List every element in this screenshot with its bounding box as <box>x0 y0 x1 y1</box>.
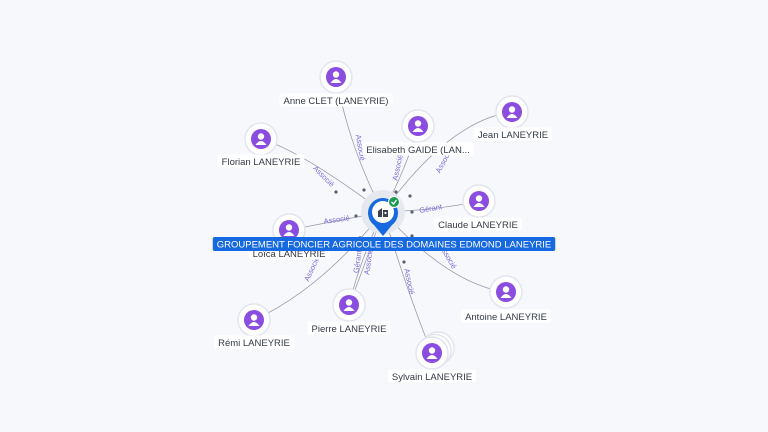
person-name: Loïca LANEYRIE <box>253 249 326 260</box>
edge-arrow-marker <box>334 190 338 194</box>
person-node[interactable]: Elisabeth GAIDE (LAN... <box>362 109 474 156</box>
person-name: Jean LANEYRIE <box>478 130 548 141</box>
person-name-background <box>217 154 305 168</box>
person-node[interactable]: Claude LANEYRIE <box>434 184 522 231</box>
person-name: Florian LANEYRIE <box>222 157 301 168</box>
person-name: Pierre LANEYRIE <box>312 324 387 335</box>
person-name-background <box>473 127 553 141</box>
person-icon <box>244 310 264 330</box>
person-name: Anne CLET (LANEYRIE) <box>284 96 389 107</box>
person-name-background <box>362 142 474 156</box>
person-icon <box>496 282 516 302</box>
person-name: Rémi LANEYRIE <box>218 338 290 349</box>
person-name-background <box>279 93 393 107</box>
company-name-background <box>212 237 556 251</box>
edge-label: Associé <box>402 268 416 296</box>
person-icon <box>279 220 299 240</box>
person-icon <box>339 295 359 315</box>
person-icon <box>326 67 346 87</box>
edge-arrow-marker <box>402 260 406 264</box>
person-node[interactable]: Rémi LANEYRIE <box>214 303 294 349</box>
person-name-background <box>434 217 522 231</box>
person-node[interactable]: Sylvain LANEYRIE <box>387 331 477 383</box>
edge-label: Associé <box>362 248 375 275</box>
verified-check-icon <box>388 196 400 208</box>
edge-arrow-marker <box>410 210 414 214</box>
person-name: Antoine LANEYRIE <box>465 312 547 323</box>
person-name-background <box>307 321 391 335</box>
building-icon <box>378 208 388 217</box>
company-name: GROUPEMENT FONCIER AGRICOLE DES DOMAINES… <box>217 240 552 251</box>
person-icon <box>502 102 522 122</box>
person-name-background <box>461 309 551 323</box>
edge-arrow-marker <box>354 214 358 218</box>
edge-label: Gérant <box>351 249 363 274</box>
person-icon <box>251 129 271 149</box>
person-name: Claude LANEYRIE <box>438 220 518 231</box>
person-icon <box>469 191 489 211</box>
company-node[interactable]: GROUPEMENT FONCIER AGRICOLE DES DOMAINES… <box>212 190 556 251</box>
person-name-background <box>214 335 294 349</box>
person-icon <box>422 343 442 363</box>
person-node[interactable]: Florian LANEYRIE <box>217 122 305 168</box>
person-node[interactable]: Jean LANEYRIE <box>473 95 553 141</box>
edge-label: Associé <box>390 154 404 182</box>
relationship-edge <box>253 211 384 321</box>
person-node[interactable]: Antoine LANEYRIE <box>461 275 551 323</box>
edge-arrow-marker <box>362 188 366 192</box>
edge-arrow-marker <box>410 234 414 238</box>
edge-label: Gérant <box>418 202 443 215</box>
edge-arrow-marker <box>408 194 412 198</box>
person-node[interactable]: Pierre LANEYRIE <box>307 288 391 335</box>
person-name-background <box>387 369 477 383</box>
person-node[interactable]: Anne CLET (LANEYRIE) <box>279 60 393 107</box>
edge-arrow-marker <box>394 190 398 194</box>
person-name: Elisabeth GAIDE (LAN... <box>366 145 469 156</box>
edge-label: Associé <box>323 213 350 226</box>
person-icon <box>408 116 428 136</box>
person-name: Sylvain LANEYRIE <box>392 372 472 383</box>
